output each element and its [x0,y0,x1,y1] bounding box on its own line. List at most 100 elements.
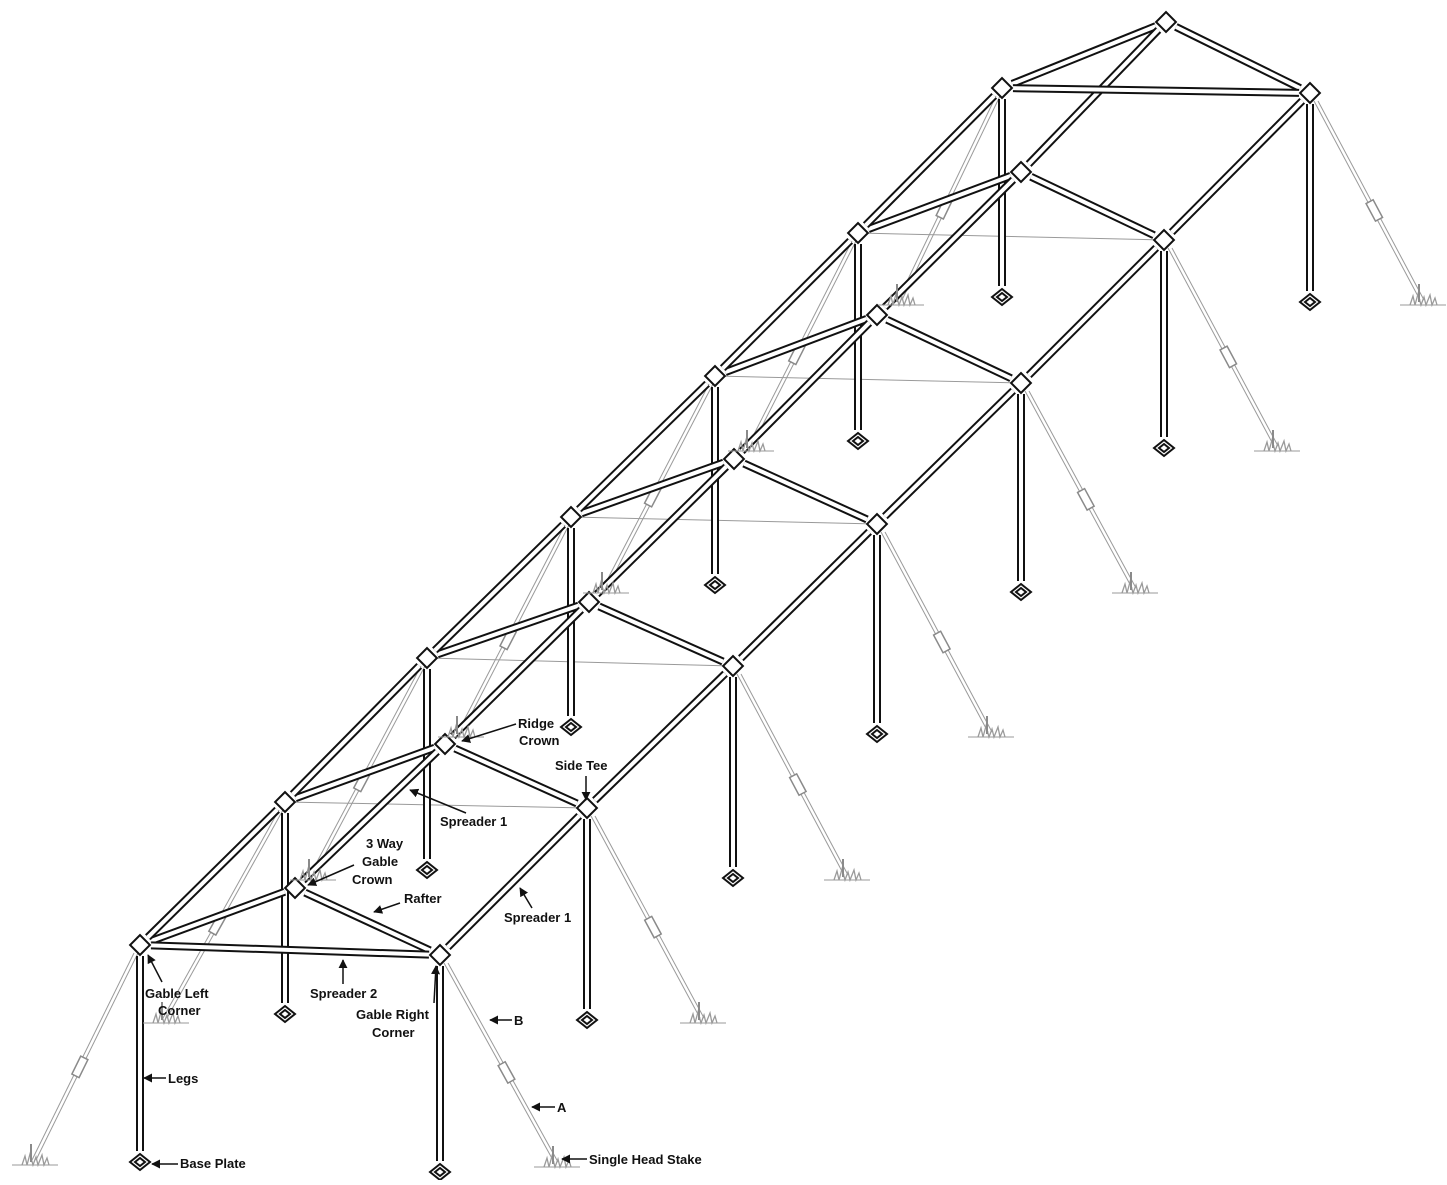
spreader-right-4-core [1027,246,1158,377]
spreader-right-2-core [739,530,871,660]
base-plate-left-1-inner [278,1008,292,1020]
left-fitting-4 [703,364,727,388]
spreader-2-label: Spreader 2 [310,986,377,1001]
crown-fitting-6 [1154,10,1178,34]
rafter-left-3-core [580,460,725,516]
guy-right-4-tensioner [1076,487,1096,512]
base-plate-right-5-inner [1157,442,1171,454]
rafter-arrow [373,902,401,914]
base-plate-left-4-inner [708,579,722,591]
guy-right-2-strand-0 [736,673,845,876]
spreader-left-3-core [577,382,709,511]
rafter-left-0-core [149,889,286,944]
base-plate-left-5-inner [851,435,865,447]
crown-fitting-3 [722,447,746,471]
single-head-stake-label: Single Head Stake [589,1152,702,1167]
stake-right-0-grass [543,1153,572,1170]
guy-right-5-tensioner [1219,345,1238,369]
guy-right-6-strand-0 [1313,100,1421,301]
left-fitting-2 [415,646,439,670]
stake-left-6-grass [887,291,916,308]
gable-spreader-back-core [1012,86,1300,95]
spreader-right-0-core [446,814,581,949]
rafter-right-4-core [886,317,1012,381]
gable-spreader-front-core [150,943,430,957]
rafter-right-6-core [1174,25,1302,90]
ridge-crown-label-2: Crown [519,733,560,748]
guy-right-0-tensioner [497,1060,516,1085]
stake-right-1-grass [689,1009,718,1026]
spreader-1-side-label: Spreader 1 [504,910,571,925]
base-plate-right-1-inner [580,1014,594,1026]
guy-right-3-strand-0 [880,531,989,733]
rafter-left-2-core [436,603,580,657]
spreader-ridge-4-core [883,178,1015,309]
guy-right-1-tensioner [643,915,663,939]
spreader-1-side-arrow [519,887,533,909]
stake-left-5-grass [737,437,766,454]
spreader-right-5-core [1170,99,1304,234]
stake-right-6-grass [1409,291,1438,308]
spreader-left-5-core [864,94,996,227]
guy-left-0-strand-1 [35,952,139,1161]
spreader-right-1-core [593,672,727,802]
stake-left-4-grass [592,579,621,596]
guy-right-6-tensioner [1365,198,1384,223]
spreader-ridge-3-core [740,321,871,453]
spreader-ridge-0-core [301,750,439,882]
gable-left-corner-label: Gable Left [145,986,209,1001]
base-plate-left-6-inner [995,291,1009,303]
crown-fitting-2 [577,590,601,614]
spreader-left-1-core [291,664,421,796]
cross-wire-1 [284,801,588,809]
three-way-gable-crown-label: 3 Way [366,836,404,851]
left-fitting-5 [846,221,870,245]
a-label: A [557,1100,567,1115]
base-plate-right-4-inner [1014,586,1028,598]
base-plate-right-0-inner [433,1166,447,1178]
base-plate-left-0-inner [133,1156,147,1168]
stake-right-2-grass [833,866,862,883]
spreader-1-center-arrow [409,788,467,814]
spreader-ridge-1-core [451,608,583,738]
spreader-right-3-core [883,389,1015,518]
right-fitting-5 [1152,228,1176,252]
guy-right-0-strand-0 [443,962,555,1163]
rafter-label: Rafter [404,891,442,906]
rafter-right-3-core [743,461,868,522]
guy-right-2-tensioner [788,772,808,797]
gable-left-corner-label-2: Corner [158,1003,201,1018]
stake-left-0-grass [21,1151,50,1168]
crown-fitting-0 [283,876,307,900]
cross-wire-5 [857,232,1165,241]
cross-wire-4 [714,375,1022,384]
base-plate-right-3-inner [870,728,884,740]
spreader-ridge-2-core [595,465,728,596]
right-fitting-0 [428,943,452,967]
guy-right-3-tensioner [932,630,952,654]
crown-fitting-5 [1009,160,1033,184]
rafter-right-0-core [304,890,431,953]
left-fitting-3 [559,505,583,529]
stake-right-5-grass [1263,437,1292,454]
base-plate-right-2-inner [726,872,740,884]
ridge-crown-label: Ridge [518,716,554,731]
ground-stakes [12,284,1446,1170]
left-fitting-1 [273,790,297,814]
rafter-right-2-core [598,604,724,664]
guy-lines [31,95,1425,1163]
rafter-left-1-core [294,745,436,801]
crown-fitting-4 [865,303,889,327]
right-fitting-3 [865,512,889,536]
gable-right-corner-label-2: Corner [372,1025,415,1040]
left-fitting-6 [990,76,1014,100]
b-label: B [514,1013,523,1028]
ridge-crown-arrow [461,723,517,743]
frame-fittings [128,10,1322,967]
spreader-left-0-core [146,808,279,939]
spreader-left-2-core [433,523,565,652]
frame-tubes [136,22,1314,1161]
callout-labels: Ridge Crown Side Tee Spreader 1 3 Way Ga… [143,716,702,1171]
stake-right-3-grass [977,723,1006,740]
rafter-left-5-core [867,173,1012,232]
